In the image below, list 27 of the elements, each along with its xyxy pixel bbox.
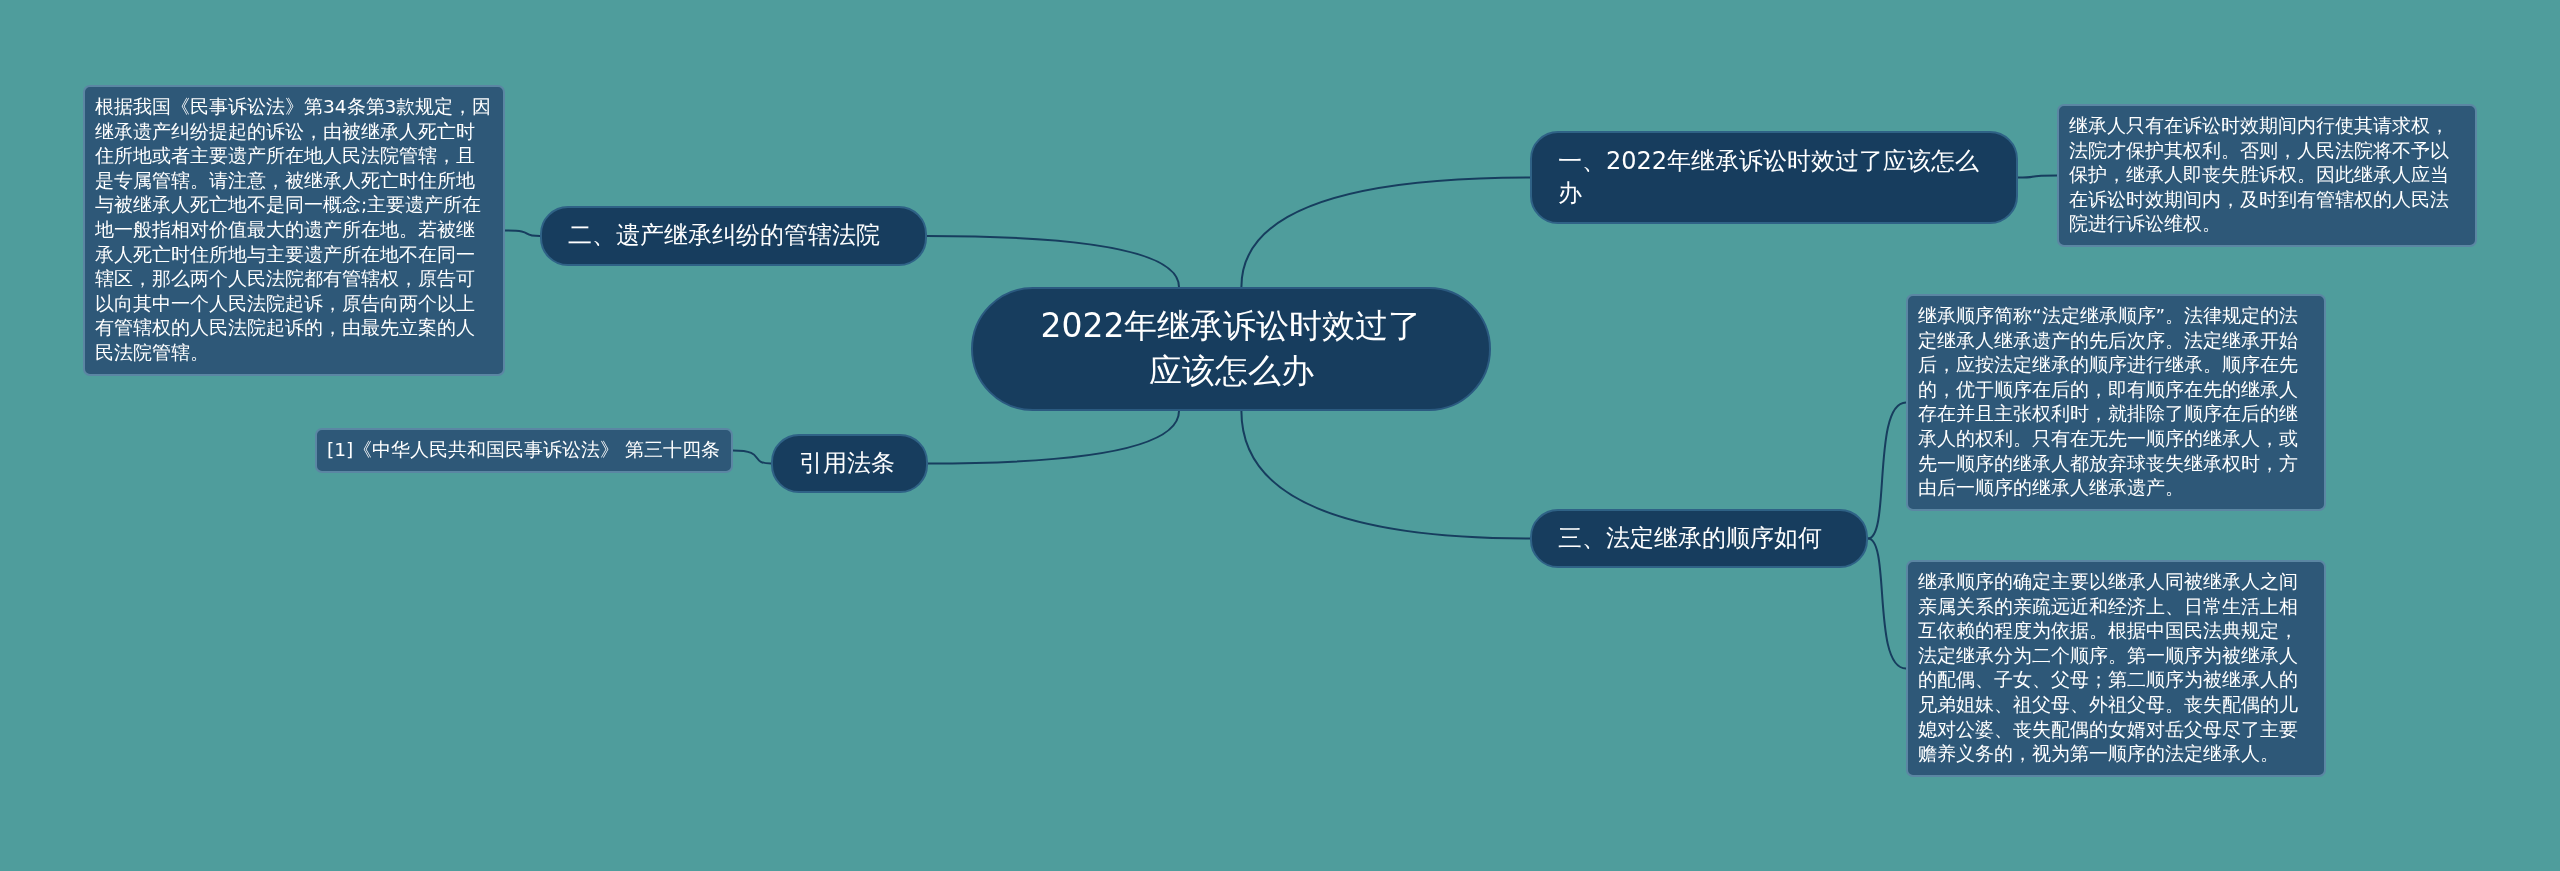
node-text: 一、2022年继承诉讼时效过了应该怎么办	[1558, 146, 1981, 209]
node-text: 三、法定继承的顺序如何	[1558, 522, 1822, 554]
note-card	[2057, 104, 2477, 247]
connector-line	[926, 235, 1180, 288]
connector-line	[1240, 410, 1531, 540]
connector-line	[1867, 537, 1907, 670]
note-card	[315, 428, 733, 473]
node-text: 2022年继承诉讼时效过了应该怎么办	[1039, 305, 1423, 392]
connector-line	[2017, 174, 2058, 179]
node-text: 继承顺序简称“法定继承顺序”。法律规定的法定继承人继承遗产的先后次序。法定继承开始后，应按法定继承的顺序进行继承。顺序在先的，优于顺序在后的，即有顺序在先的继承人存在并且主张权利时，就排除了顺序在后的继承人的权利。只有在无先一顺序的继承人，或先一顺序的继承人都放弃球丧失继承权时，方由后一顺序的继承人继承遗产。	[1918, 304, 2300, 501]
note-card	[1906, 294, 2326, 511]
topic-pill	[540, 206, 927, 266]
connector-line	[1867, 401, 1907, 540]
topic-pill	[1530, 509, 1868, 568]
connector-line	[927, 410, 1180, 465]
connector-line	[732, 449, 772, 465]
node-text: 继承顺序的确定主要以继承人同被继承人之间亲属关系的亲疏远近和经济上、日常生活上相互依赖的程度为依据。根据中国民法典规定，法定继承分为二个顺序。第一顺序为被继承人的配偶、子女、父母；第二顺序为被继承人的兄弟姐妹、祖父母、外祖父母。丧失配偶的儿媳对公婆、丧失配偶的女婿对岳父母尽了主要赡养义务的，视为第一顺序的法定继承人。	[1918, 570, 2299, 767]
node-text: 二、遗产继承纠纷的管辖法院	[568, 220, 880, 252]
node-text: 继承人只有在诉讼时效期间内行使其请求权，法院才保护其权利。否则，人民法院将不予以保护，继承人即丧失胜诉权。因此继承人应当在诉讼时效期间内，及时到有管辖权的人民法院进行诉讼维权。	[2069, 114, 2450, 237]
node-text: 根据我国《民事诉讼法》第34条第3款规定，因继承遗产纠纷提起的诉讼，由被继承人死亡时住所地或者主要遗产所在地人民法院管辖，且是专属管辖。请注意，被继承人死亡时住所地与被继承人死亡地不是同一概念;主要遗产所在地一般指相对价值最大的遗产所在地。若被继承人死亡时住所地与主要遗产所在地不在同一辖区，那么两个人民法院都有管辖权，原告可以向其中一个人民法院起诉，原告向两个以上有管辖权的人民法院起诉的，由最先立案的人民法院管辖。	[95, 95, 493, 365]
node-text: [1]《中华人民共和国民事诉讼法》 第三十四条	[327, 438, 721, 462]
note-card	[1906, 560, 2326, 777]
topic-pill	[1530, 131, 2018, 224]
connector-line	[504, 229, 541, 237]
node-text: 引用法条	[799, 447, 895, 479]
connector-line	[1240, 176, 1531, 288]
topic-pill	[771, 434, 928, 493]
